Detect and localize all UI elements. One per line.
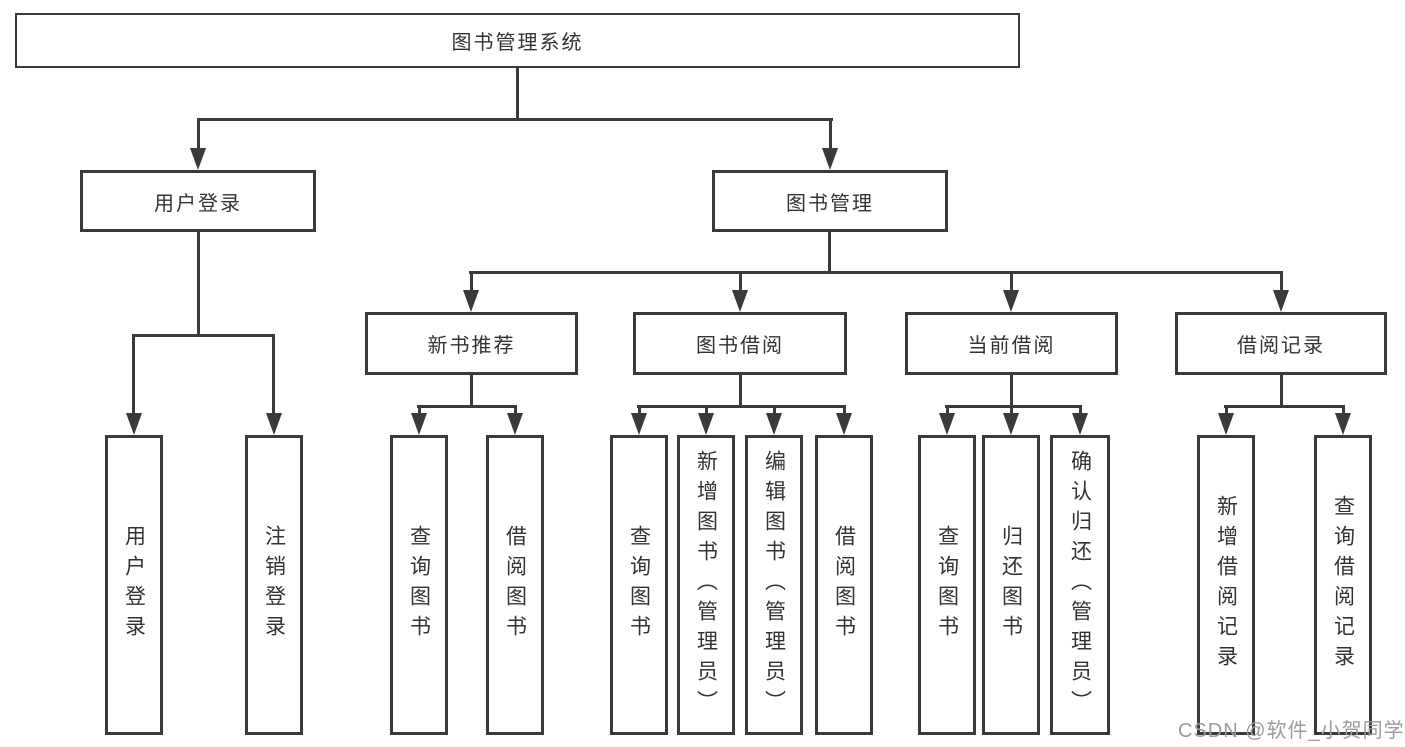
node-user-login-label: 用户登录 [154,192,242,215]
node-new-book-recommend: 新书推荐 [365,312,578,375]
connector-line [1342,405,1345,415]
arrow-down-icon [836,413,852,435]
leaf-bb-borrow-books-label: 借阅图书 [832,525,856,645]
node-current-borrowing-label: 当前借阅 [967,335,1056,357]
leaf-bb-add-books-admin: 新增图书（管理员） [677,435,735,735]
connector-line [828,230,831,273]
connector-line [1010,405,1013,415]
arrow-down-icon [732,290,748,312]
arrow-down-icon [1273,290,1289,312]
node-borrowing-records-label: 借阅记录 [1237,335,1325,357]
arrow-down-icon [1335,413,1351,435]
connector-line [417,405,517,408]
leaf-cb-query-books-label: 查询图书 [935,525,959,645]
leaf-nb-query-books-label: 查询图书 [407,525,431,645]
leaf-bb-edit-books-admin: 编辑图书（管理员） [745,435,803,735]
node-user-login: 用户登录 [80,170,316,232]
leaf-bb-query-books-label: 查询图书 [627,525,651,645]
arrow-down-icon [1003,290,1019,312]
connector-line [1225,405,1228,415]
connector-line [739,373,742,408]
connector-line [705,405,708,415]
leaf-user-login: 用户登录 [105,435,163,735]
connector-line [514,405,517,415]
node-current-borrowing: 当前借阅 [905,312,1118,375]
leaf-cb-return-books-label: 归还图书 [999,525,1023,645]
arrow-down-icon [266,413,282,435]
node-new-book-recommend-label: 新书推荐 [427,335,516,357]
connector-line [197,230,200,337]
leaf-user-login-label: 用户登录 [122,525,146,645]
arrow-down-icon [1218,413,1234,435]
connector-line [469,271,1283,274]
arrow-down-icon [190,148,206,170]
leaf-cb-return-books: 归还图书 [982,435,1040,735]
leaf-cb-query-books: 查询图书 [918,435,976,735]
connector-line [1280,373,1283,408]
connector-line [843,405,846,415]
arrow-down-icon [411,413,427,435]
node-book-management-label: 图书管理 [786,192,874,215]
arrow-down-icon [939,413,955,435]
connector-line [516,67,519,120]
leaf-bb-query-books: 查询图书 [610,435,668,735]
arrow-down-icon [1003,413,1019,435]
connector-line [197,118,833,121]
connector-line [637,405,846,408]
connector-line [272,334,275,415]
leaf-br-query-record: 查询借阅记录 [1314,435,1372,735]
leaf-br-query-record-label: 查询借阅记录 [1331,495,1355,675]
connector-line [739,271,742,292]
connector-line [470,373,473,408]
node-borrowing-records: 借阅记录 [1175,312,1387,375]
connector-line [132,334,275,337]
connector-line [1010,373,1013,408]
leaf-br-add-record: 新增借阅记录 [1197,435,1255,735]
connector-line [418,405,421,415]
arrow-down-icon [126,413,142,435]
leaf-nb-query-books: 查询图书 [390,435,448,735]
connector-line [470,271,473,292]
leaf-logout-label: 注销登录 [262,525,286,645]
arrow-down-icon [507,413,523,435]
arrow-down-icon [463,290,479,312]
node-book-borrowing: 图书借阅 [633,312,847,375]
connector-line [1224,405,1345,408]
connector-line [946,405,949,415]
arrow-down-icon [822,148,838,170]
connector-line [1010,271,1013,292]
watermark-text: CSDN @软件_小贺同学 [1178,720,1405,742]
connector-line [945,405,1082,408]
leaf-nb-borrow-books: 借阅图书 [486,435,544,735]
leaf-bb-add-books-admin-label: 新增图书（管理员） [694,450,718,720]
node-root: 图书管理系统 [15,13,1020,68]
leaf-logout: 注销登录 [245,435,303,735]
arrow-down-icon [1072,413,1088,435]
node-root-label: 图书管理系统 [451,32,584,54]
connector-line [829,118,832,150]
node-book-management: 图书管理 [712,170,948,232]
leaf-br-add-record-label: 新增借阅记录 [1214,495,1238,675]
connector-line [1280,271,1283,292]
leaf-bb-edit-books-admin-label: 编辑图书（管理员） [762,450,786,720]
arrow-down-icon [766,413,782,435]
connector-line [197,118,200,150]
leaf-cb-confirm-return-admin: 确认归还（管理员） [1050,435,1110,735]
connector-line [1079,405,1082,415]
leaf-cb-confirm-return-admin-label: 确认归还（管理员） [1068,450,1092,720]
connector-line [773,405,776,415]
connector-line [638,405,641,415]
node-book-borrowing-label: 图书借阅 [696,335,784,357]
arrow-down-icon [631,413,647,435]
leaf-nb-borrow-books-label: 借阅图书 [503,525,527,645]
leaf-bb-borrow-books: 借阅图书 [815,435,873,735]
arrow-down-icon [698,413,714,435]
connector-line [132,334,135,415]
